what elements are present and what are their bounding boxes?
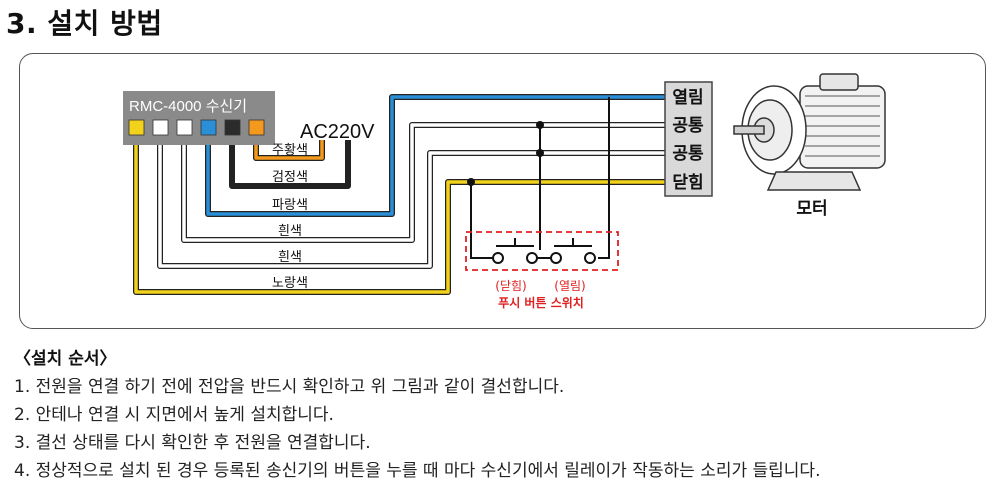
step-item: 1. 전원을 연결 하기 전에 전압을 반드시 확인하고 위 그림과 같이 결선… xyxy=(14,377,565,397)
wire-label-white-1: 흰색 xyxy=(278,224,302,239)
motor-label: 모터 xyxy=(796,199,827,219)
terminal-common-1: 공통 xyxy=(672,116,704,136)
switch-label-close: (닫힘) xyxy=(495,279,526,293)
wire-label-white-2: 흰색 xyxy=(278,250,302,265)
terminal-yellow xyxy=(128,119,145,136)
terminal-orange xyxy=(248,119,265,136)
switch-caption: 푸시 버튼 스위치 xyxy=(498,295,584,310)
terminal-white-2 xyxy=(176,119,193,136)
terminal-close: 닫힘 xyxy=(672,172,703,193)
motor-icon xyxy=(733,73,886,191)
page-title: 3. 설치 방법 xyxy=(6,7,163,40)
motor-terminal-block xyxy=(664,81,713,197)
push-button-switch-box xyxy=(465,231,619,271)
wire-label-black: 검정색 xyxy=(272,170,308,185)
step-item: 3. 결선 상태를 다시 확인한 후 전원을 연결합니다. xyxy=(14,433,371,453)
step-item: 2. 안테나 연결 시 지면에서 높게 설치합니다. xyxy=(14,405,334,425)
step-item: 4. 정상적으로 설치 된 경우 등록된 송신기의 버튼을 누를 때 마다 수신… xyxy=(14,461,821,481)
receiver-box xyxy=(123,91,275,145)
switch-label-open: (열림) xyxy=(554,279,585,293)
wire-label-orange: 주황색 xyxy=(272,143,308,158)
terminal-common-2: 공통 xyxy=(672,144,704,164)
wire-label-blue: 파랑색 xyxy=(272,198,308,213)
receiver-label: RMC-4000 수신기 xyxy=(129,98,247,115)
wire-label-yellow: 노랑색 xyxy=(272,276,308,291)
power-label: AC220V xyxy=(300,121,375,143)
terminal-white-1 xyxy=(152,119,169,136)
terminal-black xyxy=(224,119,241,136)
terminal-blue xyxy=(200,119,217,136)
terminal-open: 열림 xyxy=(672,88,703,108)
steps-heading: 〈설치 순서〉 xyxy=(14,349,117,369)
